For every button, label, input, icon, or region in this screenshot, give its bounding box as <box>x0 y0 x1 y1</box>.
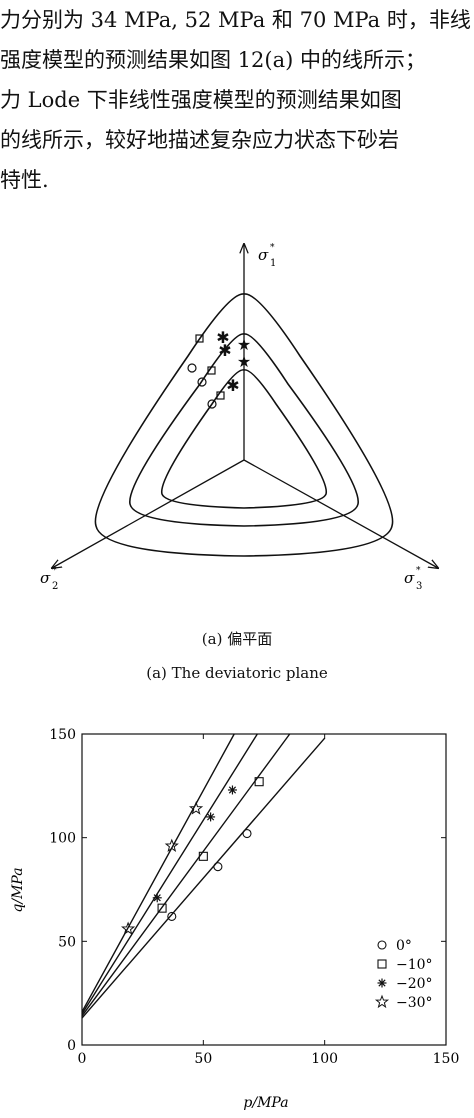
failure-curve-inner <box>160 369 328 509</box>
markers-star: ★ ★ <box>237 335 251 371</box>
svg-text:σ: σ <box>258 246 269 264</box>
sigma2-label: σ * 2 <box>40 566 58 592</box>
svg-text:✱: ✱ <box>218 341 231 360</box>
legend-marker-asterisk <box>377 978 387 988</box>
failure-curve-outer <box>94 293 394 557</box>
svg-text:1: 1 <box>270 258 276 269</box>
markers-circle <box>187 363 217 409</box>
svg-text:*: * <box>416 566 421 576</box>
data-point-star <box>121 921 136 935</box>
svg-text:*: * <box>270 243 275 253</box>
data-point-asterisk <box>227 785 237 795</box>
svg-text:σ: σ <box>404 569 415 587</box>
data-point-square <box>157 903 167 913</box>
svg-text:★: ★ <box>237 335 251 354</box>
svg-text:★: ★ <box>237 352 251 371</box>
data-point-asterisk <box>152 893 162 903</box>
caption-en: (a) The deviatoric plane <box>146 664 328 682</box>
sigma3-label: σ * 3 <box>404 566 422 592</box>
data-point-square <box>254 777 264 787</box>
fit-line <box>81 737 326 1019</box>
markers-square <box>195 334 225 400</box>
y-tick-label: 0 <box>67 1038 76 1054</box>
data-point-star <box>164 838 179 852</box>
sigma3-axis <box>243 459 438 568</box>
legend-label: 0° <box>396 938 412 954</box>
legend-label: −30° <box>396 995 433 1011</box>
svg-text:σ: σ <box>40 569 51 587</box>
svg-text:2: 2 <box>52 581 58 592</box>
x-tick-label: 150 <box>433 1051 460 1067</box>
paragraph-line-1: 力分别为 34 MPa, 52 MPa 和 70 MPa 时，非线 <box>0 8 471 32</box>
legend-label: −10° <box>396 957 433 973</box>
failure-curve-middle <box>129 333 359 527</box>
svg-text:*: * <box>52 566 57 576</box>
paragraph-line-3: 力 Lode 下非线性强度模型的预测结果如图 <box>0 88 402 112</box>
paragraph-line-5: 特性. <box>0 168 49 192</box>
x-tick-label: 50 <box>194 1051 212 1067</box>
legend-marker-star <box>374 994 390 1009</box>
legend-marker-square <box>377 959 387 969</box>
deviatoric-plane-figure: ✱ ✱ ✱ ★ ★ σ * 1 σ * 2 σ * 3 <box>40 230 474 592</box>
plot-frame <box>81 733 447 1046</box>
x-axis-label: p/MPa <box>243 1095 288 1111</box>
markers-asterisk: ✱ ✱ ✱ <box>216 328 239 395</box>
y-tick-label: 50 <box>58 934 76 950</box>
legend-label: −20° <box>396 976 433 992</box>
data-point-square <box>198 851 208 861</box>
x-tick-label: 0 <box>78 1051 87 1067</box>
caption-cn: (a) 偏平面 <box>201 630 273 648</box>
paragraph-line-4: 的线所示，较好地描述复杂应力状态下砂岩 <box>0 128 399 152</box>
legend-marker-circle <box>377 940 387 950</box>
data-point-star <box>188 801 204 815</box>
fit-line <box>81 733 258 1015</box>
paragraph-line-2: 强度模型的预测结果如图 12(a) 中的线所示； <box>0 48 426 72</box>
sigma2-axis <box>52 459 245 568</box>
x-tick-label: 100 <box>311 1051 338 1067</box>
data-point-asterisk <box>206 812 216 822</box>
data-point-circle <box>167 911 177 922</box>
fit-line <box>81 733 291 1017</box>
svg-text:✱: ✱ <box>226 376 239 395</box>
svg-text:✱: ✱ <box>216 328 229 347</box>
y-tick-label: 150 <box>49 727 76 743</box>
fit-line <box>81 733 235 1013</box>
data-point-circle <box>242 828 252 839</box>
svg-text:3: 3 <box>416 581 422 592</box>
data-point-circle <box>213 862 223 872</box>
y-tick-label: 100 <box>49 831 76 847</box>
y-axis-label: q/MPa <box>10 867 26 912</box>
sigma1-label: σ * 1 <box>258 243 276 269</box>
